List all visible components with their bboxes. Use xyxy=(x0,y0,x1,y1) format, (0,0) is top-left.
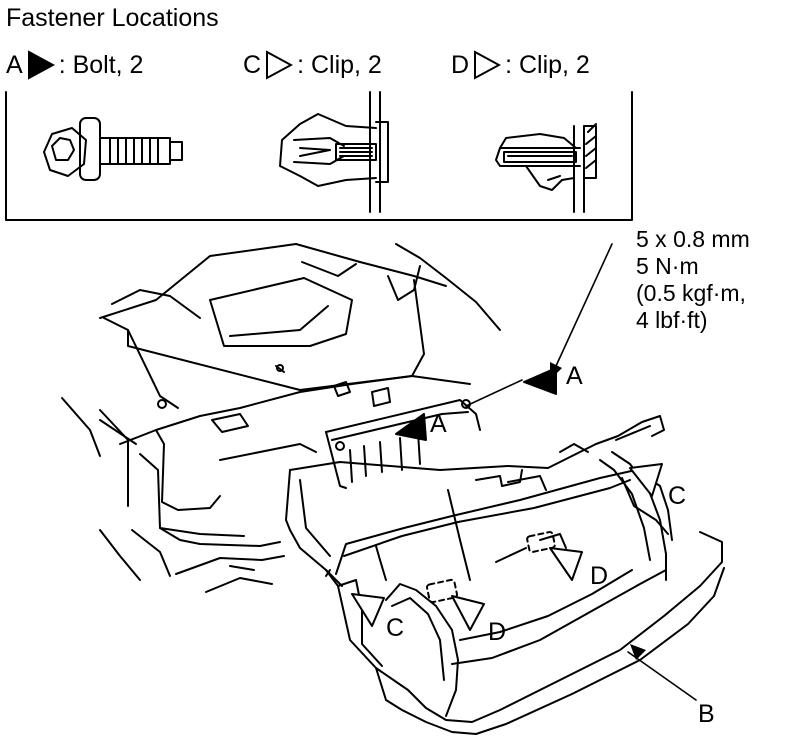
torque-spec-line: (0.5 kgf·m, xyxy=(636,280,746,306)
page-title: Fastener Locations xyxy=(6,4,219,32)
legend-bolt: A : Bolt, 2 xyxy=(6,50,143,80)
leader-arrowheads xyxy=(550,362,646,660)
torque-spec-line: 5 N·m xyxy=(636,253,699,279)
instrument-panel xyxy=(61,243,501,593)
callout-triangle-a-upper xyxy=(523,367,557,395)
callout-label-b: B xyxy=(698,700,715,728)
callout-triangle-d-upper xyxy=(549,547,583,581)
torque-spec-line: 5 x 0.8 mm xyxy=(636,226,750,252)
legend-letter-a: A xyxy=(6,50,23,79)
fastener-detail-frame xyxy=(5,91,633,221)
legend-letter-d: D xyxy=(451,50,470,79)
torque-spec: 5 x 0.8 mm 5 N·m (0.5 kgf·m, 4 lbf·ft) xyxy=(636,226,750,334)
leader-lines xyxy=(465,243,697,701)
callout-label-c-left: C xyxy=(386,614,405,642)
clip-d-dashed xyxy=(425,531,556,604)
clip-d-detail xyxy=(495,123,597,213)
glove-box-body xyxy=(285,399,673,587)
callout-label-d-lower: D xyxy=(488,618,507,646)
legend-text-a: : Bolt, 2 xyxy=(58,50,144,79)
filled-triangle-icon xyxy=(27,50,55,80)
legend-clip-d: D : Clip, 2 xyxy=(451,50,590,80)
glove-box-opening xyxy=(119,364,471,511)
torque-spec-line: 4 lbf·ft) xyxy=(636,307,708,333)
outline-triangle-icon xyxy=(266,50,294,80)
callout-label-a-lower: A xyxy=(430,410,447,438)
glove-box-door xyxy=(325,451,725,735)
callout-label-d-upper: D xyxy=(590,562,609,590)
legend-text-d: : Clip, 2 xyxy=(505,50,590,79)
callout-triangle-c-right xyxy=(629,463,663,497)
callout-triangle-d-lower xyxy=(451,595,485,631)
legend-text-c: : Clip, 2 xyxy=(297,50,382,79)
bolt-detail xyxy=(43,117,183,181)
callout-triangle-c-left xyxy=(351,593,385,627)
callout-label-c-right: C xyxy=(668,482,687,510)
callout-triangle-a-lower xyxy=(395,413,427,441)
legend-clip-c: C : Clip, 2 xyxy=(243,50,382,80)
clip-c-detail xyxy=(279,91,389,213)
legend-letter-c: C xyxy=(243,50,262,79)
outline-triangle-icon xyxy=(474,50,502,80)
callout-label-a-upper: A xyxy=(566,362,583,390)
